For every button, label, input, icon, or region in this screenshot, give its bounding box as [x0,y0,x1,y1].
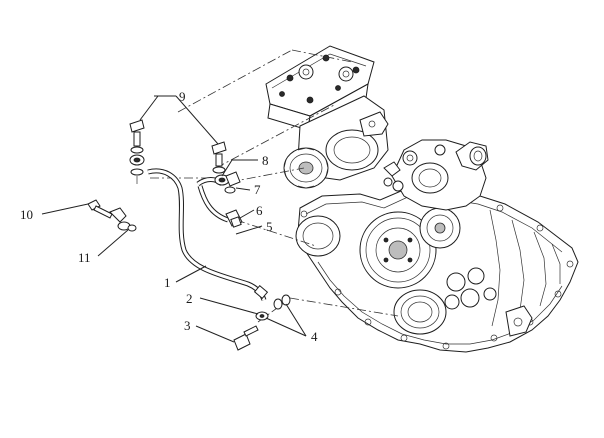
callout-8: 8 [262,153,269,168]
air-compressor [265,45,389,189]
pipe-clip [109,207,137,232]
bracket-bolt [87,199,113,219]
callout-6: 6 [256,203,263,218]
callout-5: 5 [266,219,273,234]
engine-front-housing [295,187,579,353]
callout-2: 2 [186,291,193,306]
leader-lines [41,95,307,343]
callout-11: 11 [78,250,91,265]
elbow-fitting [224,171,241,194]
lower-banjo-fitting [255,294,291,321]
callout-1: 1 [164,275,171,290]
callout-10: 10 [20,207,33,222]
union-fitting [225,209,243,228]
banjo-bolt-right [211,141,230,186]
lower-banjo-bolt [233,325,259,351]
water-pump-housing [383,139,489,211]
callout-7: 7 [254,182,261,197]
banjo-bolt-left [129,119,145,184]
callout-4: 4 [311,329,318,344]
air-line-pipe [147,168,269,301]
callout-3: 3 [184,318,191,333]
callout-9: 9 [179,89,186,104]
